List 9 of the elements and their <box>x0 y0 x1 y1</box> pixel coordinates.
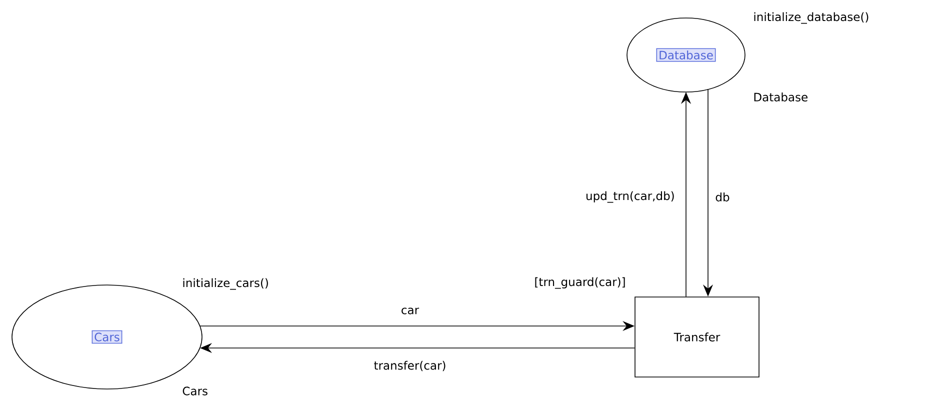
arc-label: transfer(car) <box>372 360 448 372</box>
inscription-text: Database <box>754 92 808 102</box>
inscription-text: [trn_guard(car)] <box>535 277 625 289</box>
inscription-text: initialize_database() <box>754 12 868 24</box>
arc-label: car <box>400 306 420 316</box>
arc-label: db <box>714 192 731 202</box>
transition-box: Transfer <box>634 296 760 378</box>
arc-label: upd_trn(car,db) <box>584 190 676 204</box>
inscription-text: Cars <box>182 386 208 396</box>
